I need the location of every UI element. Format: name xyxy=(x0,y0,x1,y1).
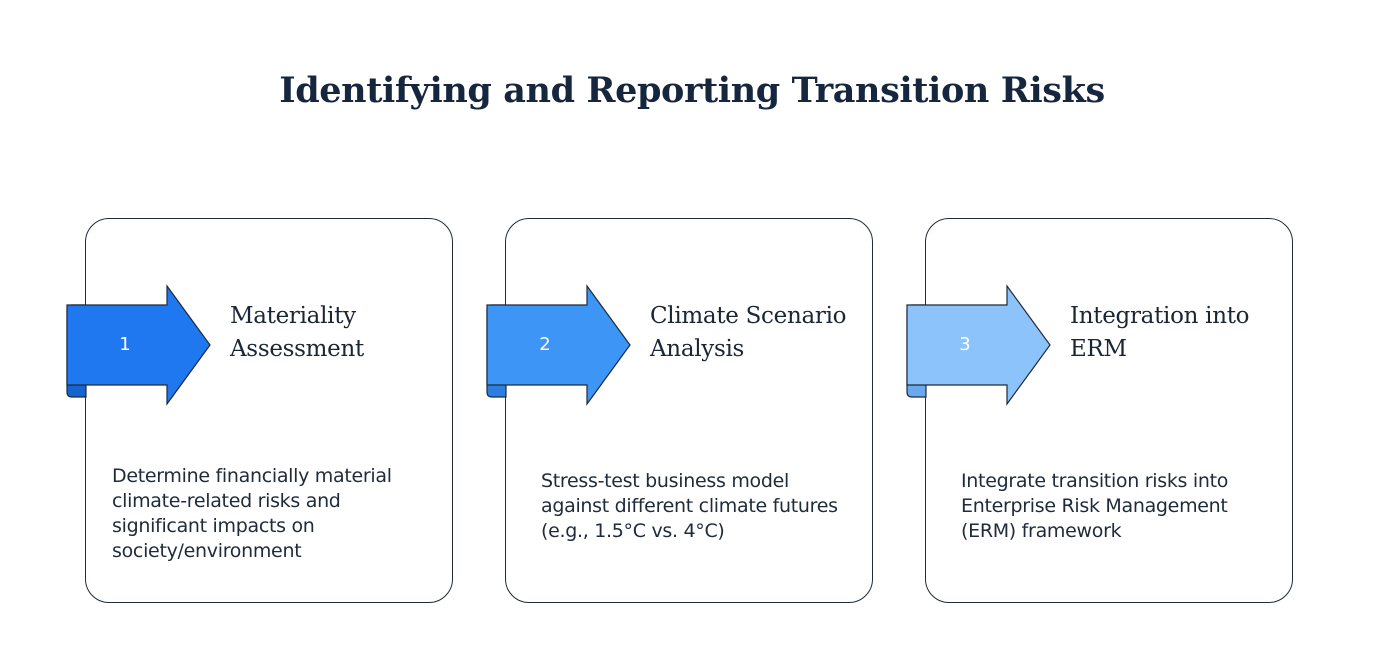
step-number: 3 xyxy=(959,334,971,355)
step-number: 1 xyxy=(119,334,131,355)
step-description: Integrate transition risks into Enterpri… xyxy=(961,470,1229,542)
step-title: Materiality Assessment xyxy=(230,303,364,362)
step-card-2 xyxy=(505,218,873,603)
arrow-right-icon xyxy=(66,284,211,406)
step-title: Climate Scenario Analysis xyxy=(650,303,847,362)
diagram-title: Identifying and Reporting Transition Ris… xyxy=(279,70,1105,111)
step-title: Integration into ERM xyxy=(1070,303,1250,362)
arrow-right-icon xyxy=(906,284,1051,406)
step-description: Stress-test business model against diffe… xyxy=(541,470,838,542)
step-card-3 xyxy=(925,218,1293,603)
arrow-right-icon xyxy=(486,284,631,406)
step-description: Determine financially material climate-r… xyxy=(112,465,392,562)
step-card-1 xyxy=(85,218,453,603)
step-number: 2 xyxy=(539,334,551,355)
